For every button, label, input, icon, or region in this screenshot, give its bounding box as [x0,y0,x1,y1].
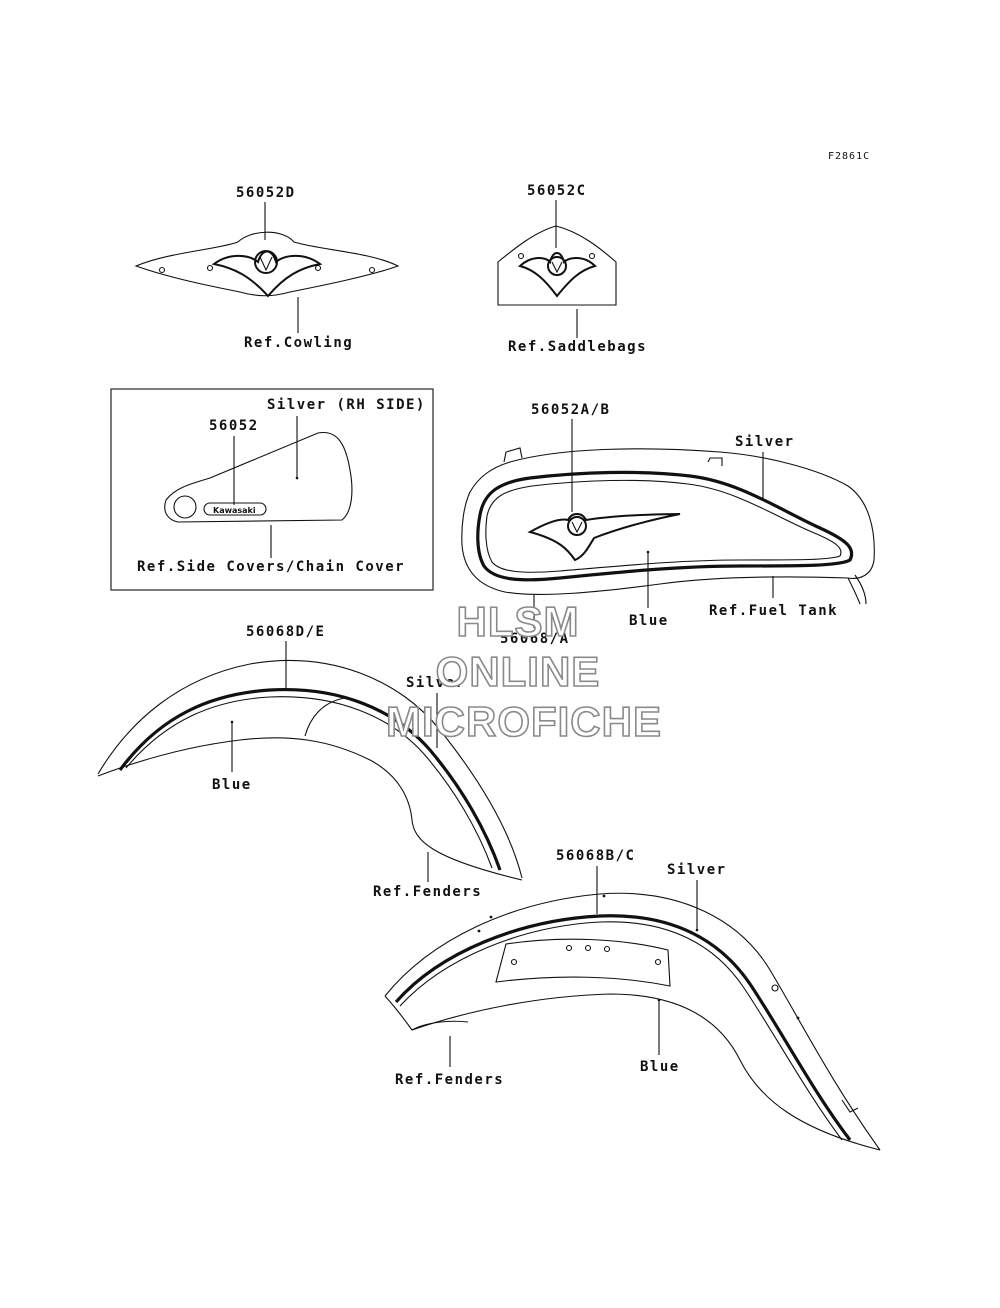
saddlebag-plate [497,225,617,306]
side-cover-logo-plate [203,502,267,516]
front-fender: 56068D/E Silver Blue Ref.Fenders [97,624,523,900]
side-cover-panel: Silver (RH SIDE) 56052 Kawasaki Ref.Side… [110,388,434,591]
cowling-plate [134,231,400,297]
saddlebag-v-badge [547,256,567,276]
cowling-part-number: 56052D [236,185,296,201]
rear-fender-light-bar [495,938,671,987]
rear-fender-outer-edge [384,892,881,1151]
figure-code: F2861C [828,151,870,162]
rear-fender-silver-label: Silver [667,862,727,878]
front-fender-inner-edge [97,737,523,881]
fuel-tank-stripe [476,470,854,582]
rear-fender: 56068B/C Silver Blue Ref.Fenders [384,848,881,1151]
watermark: HLSM ONLINE MICROFICHE [385,597,662,746]
rear-fender-blue-label: Blue [640,1059,680,1075]
front-fender-outer-edge [97,660,523,879]
rear-fender-inner-edge [384,993,881,1151]
side-cover-part-number: 56052 [209,418,259,434]
front-fender-ref: Ref.Fenders [373,884,482,900]
side-cover-shape [164,431,353,523]
side-cover-color-label: Silver (RH SIDE) [267,397,426,413]
fuel-tank-ref: Ref.Fuel Tank [709,603,838,619]
cowling-ref: Ref.Cowling [244,335,353,351]
fuel-tank-blue-label: Blue [629,613,669,629]
saddlebag-ref: Ref.Saddlebags [508,339,647,355]
rear-fender-ref: Ref.Fenders [395,1072,504,1088]
side-cover-logo: Kawasaki [213,506,256,515]
fuel-tank-secondary-part-number: 56068/A [500,631,570,647]
saddlebag-emblem: 56052C Ref.Saddlebags [497,183,647,355]
watermark-line-2: ONLINE [436,648,601,695]
front-fender-stripe [118,687,502,871]
cowling-v-badge [254,250,278,274]
watermark-line-3: MICROFICHE [386,698,662,745]
fuel-tank-part-number: 56052A/B [531,402,610,418]
fuel-tank-v-badge [567,516,587,536]
side-cover-ref: Ref.Side Covers/Chain Cover [137,559,405,575]
watermark-line-1: HLSM [457,598,580,645]
side-cover-hole [173,495,197,519]
fuel-tank-silver-label: Silver [735,434,795,450]
saddlebag-part-number: 56052C [527,183,587,199]
front-fender-part-number: 56068D/E [246,624,325,640]
cowling-emblem: 56052D Ref.Cowling [134,185,400,351]
front-fender-silver-label: Silver [406,675,466,691]
rear-fender-stripe [394,914,852,1141]
fuel-tank-wing-emblem [527,513,681,562]
rear-fender-part-number: 56068B/C [556,848,635,864]
side-cover-frame [110,388,434,591]
front-fender-blue-label: Blue [212,777,252,793]
cowling-wing-emblem [211,250,323,298]
fuel-tank: 56052A/B Silver Blue Ref.Fuel Tank 56068… [461,402,875,647]
fuel-tank-shell [461,448,875,595]
